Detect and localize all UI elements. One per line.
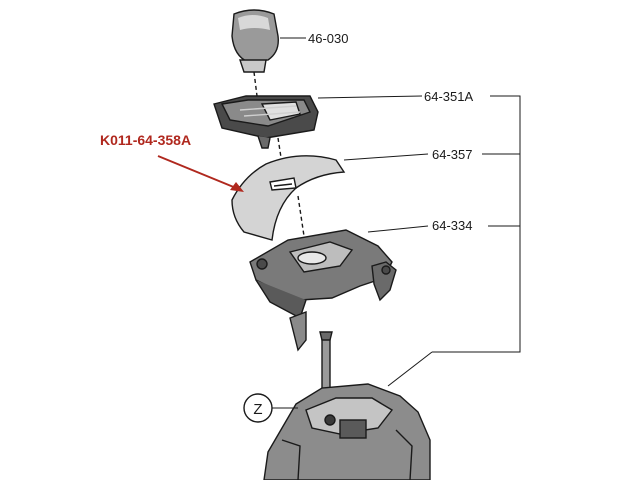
callout-part-number: K011-64-358A — [100, 132, 191, 148]
assembly-bracket-line — [432, 95, 521, 353]
label-64-357: 64-357 — [432, 147, 472, 162]
label-46-030: 46-030 — [308, 31, 348, 46]
leader-dust-boot — [343, 153, 429, 161]
dust-boot-part — [231, 155, 346, 241]
label-64-334: 64-334 — [432, 218, 472, 233]
leader-bezel-panel — [317, 95, 423, 99]
leader-mechanism — [387, 351, 433, 387]
shift-knob-part — [231, 9, 279, 97]
label-64-351A: 64-351A — [424, 89, 473, 104]
leader-shifter-bracket — [367, 225, 429, 233]
zone-marker: Z — [243, 393, 298, 423]
callout-arrow — [157, 155, 244, 192]
bezel-panel-part — [213, 95, 319, 165]
zone-marker-letter: Z — [253, 401, 262, 418]
shift-lever-mechanism — [263, 331, 431, 480]
shifter-bracket-part — [249, 195, 397, 352]
